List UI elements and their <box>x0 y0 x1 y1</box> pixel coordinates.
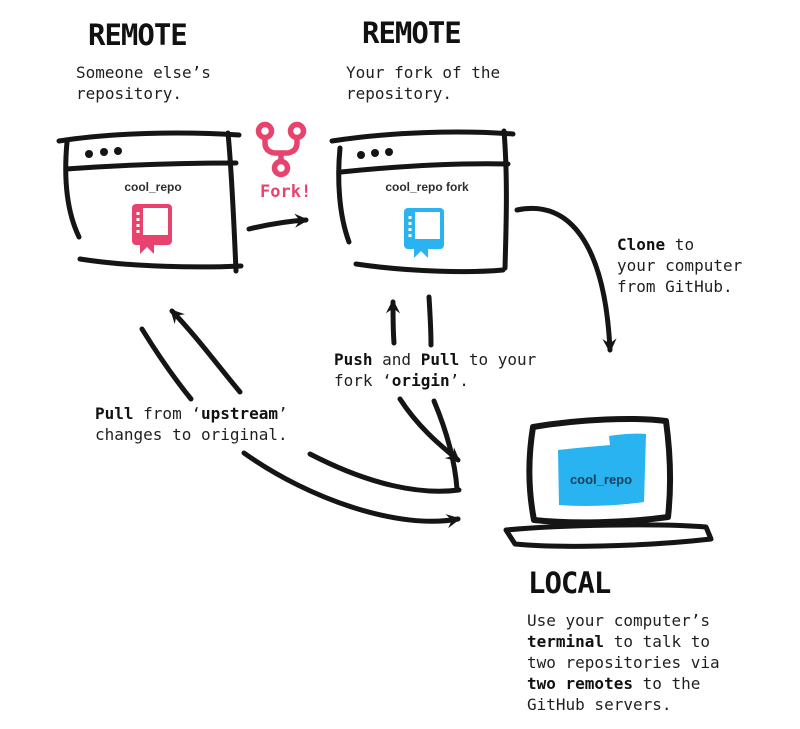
repo-book-icon-blue <box>404 208 444 258</box>
remote-original-caption: Someone else’s repository. <box>76 63 211 103</box>
upstream-up-stroke <box>139 326 194 402</box>
browser-window-fork <box>329 128 516 275</box>
local-into-laptop-arrow <box>241 450 461 529</box>
upstream-note: Pull from ‘upstream’ changes to original… <box>95 404 288 444</box>
local-heading: LOCAL <box>528 566 611 600</box>
fork-arrow <box>246 213 309 232</box>
local-note: Use your computer’s terminal to talk to … <box>527 611 720 714</box>
upstream-up-arrow <box>169 308 243 395</box>
remote-original-heading: REMOTE <box>88 18 188 52</box>
fork-action-label: Fork! <box>260 182 312 202</box>
browser-window-original <box>56 130 244 274</box>
origin-down-stroke <box>431 398 460 492</box>
clone-note: Clone to your computer from GitHub. <box>617 235 743 296</box>
origin-note: Push and Pull to your fork ‘origin’. <box>334 350 537 390</box>
folder-shape <box>558 433 646 506</box>
pull-down-stroke <box>426 294 434 348</box>
repo-book-icon-pink <box>132 204 172 254</box>
laptop-folder-label: cool_repo <box>569 472 633 487</box>
remote-fork-caption: Your fork of the repository. <box>346 63 501 103</box>
remote-fork-heading: REMOTE <box>362 16 462 50</box>
window-dots-icon <box>85 147 122 158</box>
window-label-original: cool_repo <box>124 180 182 194</box>
window-dots-icon <box>357 148 393 159</box>
window-label-fork: cool_repo fork <box>385 180 469 194</box>
git-fork-icon <box>255 121 307 178</box>
local-upstream-stroke <box>307 451 462 494</box>
laptop-icon <box>503 416 714 549</box>
clone-arrow <box>514 206 617 353</box>
push-up-arrow <box>385 299 401 346</box>
